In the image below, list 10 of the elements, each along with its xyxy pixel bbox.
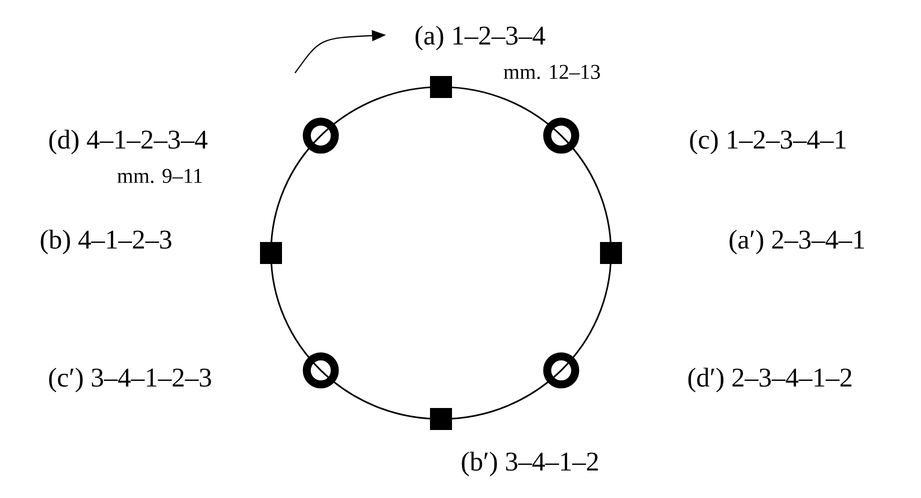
sequence-label: (b) 4–1–2–3 [40, 230, 172, 254]
sequence-label: (b′) 3–4–1–2 [462, 452, 598, 476]
sequence-label: (a′) 2–3–4–1 [730, 230, 864, 254]
sequence-label: (c′) 3–4–1–2–3 [49, 368, 212, 392]
sequence-label: mm. 9–11 [117, 168, 202, 184]
sequence-label: mm. 12–13 [504, 64, 600, 80]
sequence-label: (d′) 2–3–4–1–2 [688, 368, 852, 392]
sequence-label: (d) 4–1–2–3–4 [49, 130, 208, 154]
sequence-label: (a) 1–2–3–4 [416, 26, 546, 50]
sequence-label: (c) 1–2–3–4–1 [690, 130, 846, 154]
